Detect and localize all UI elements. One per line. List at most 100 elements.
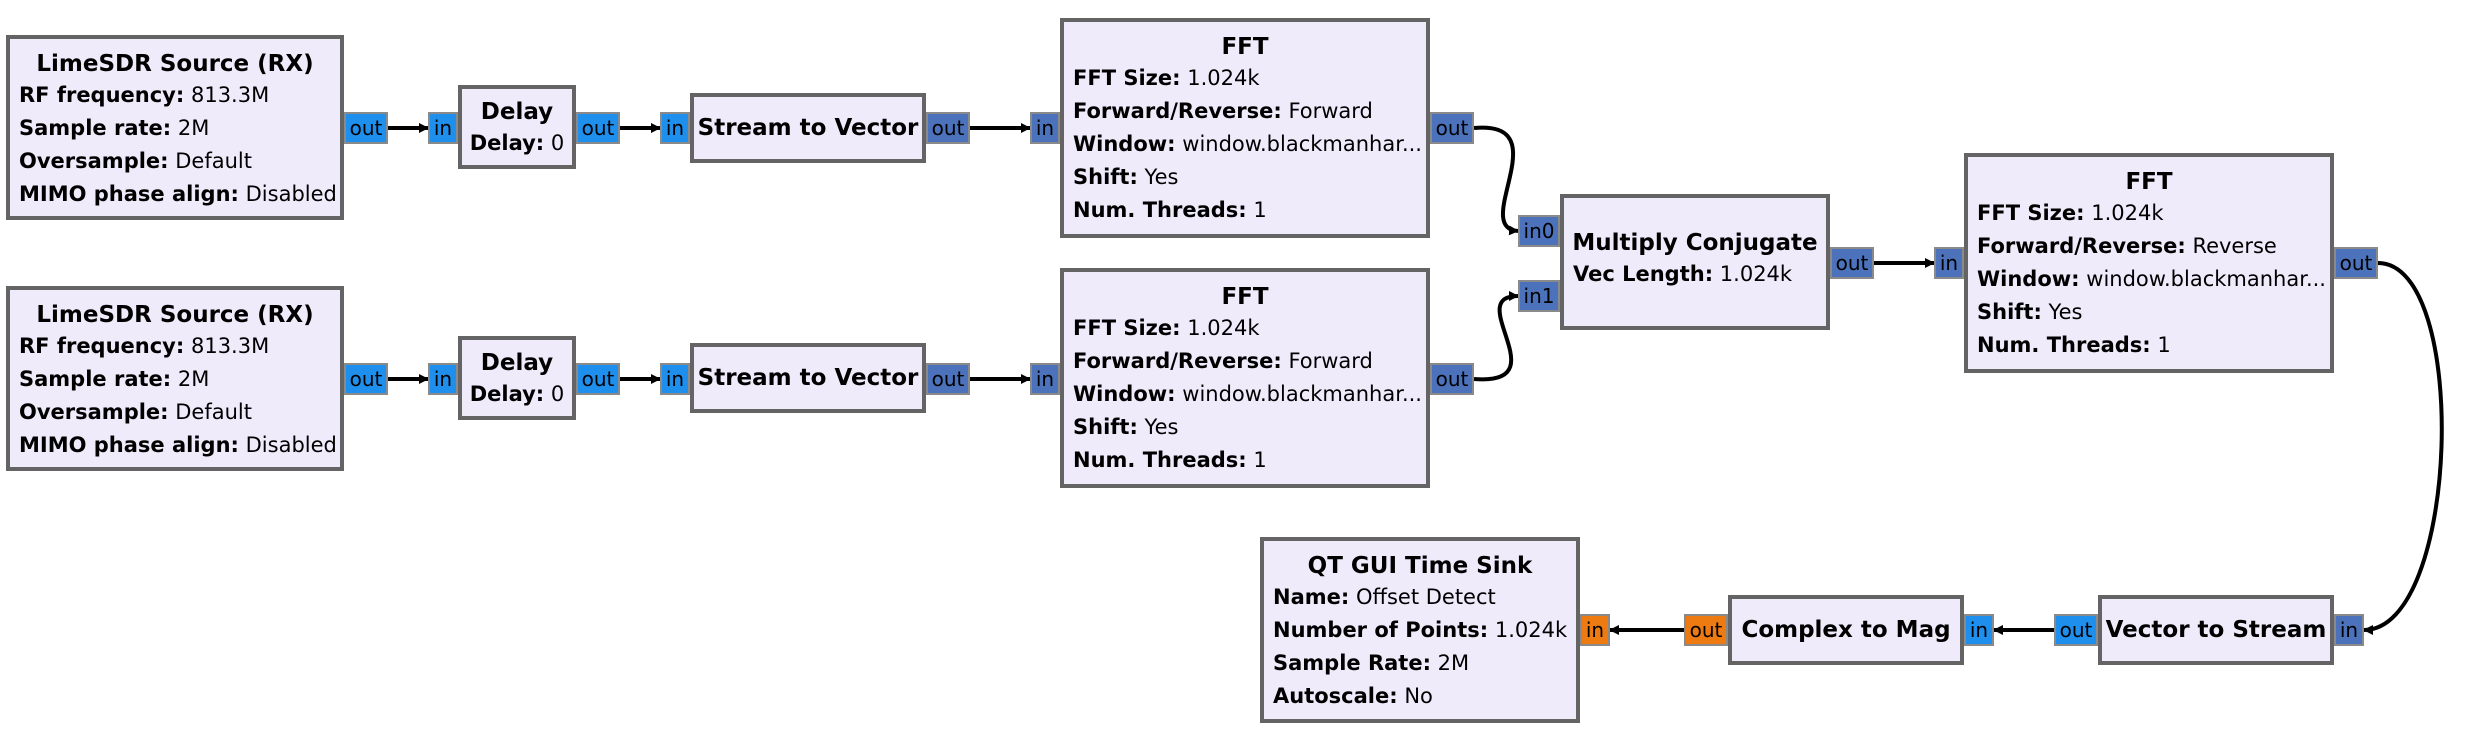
delay2-out-port[interactable]: out [576,363,620,395]
param-value: 813.3M [190,83,270,107]
param-key: Number of Points: [1273,618,1489,642]
param-key: Name: [1273,585,1350,609]
delay2-in-port[interactable]: in [428,363,458,395]
limesdr-source-block-2[interactable]: LimeSDR Source (RX) RF frequency: 813.3M… [6,286,344,471]
stream-to-vector-block-2[interactable]: Stream to Vector [690,343,926,413]
wire-fft3-v2s[interactable] [2363,261,2444,635]
param-value: Yes [1144,415,1179,439]
fft1-in-port[interactable]: in [1030,112,1060,144]
param-key: FFT Size: [1073,66,1181,90]
param-key: Sample rate: [19,116,172,140]
param-row: Num. Threads: 1 [1977,329,2330,362]
param-row: Delay: 0 [462,127,572,160]
c2m-in-port[interactable]: in [1964,614,1994,646]
param-key: Delay: [469,382,545,406]
fft-block-3[interactable]: FFT FFT Size: 1.024k Forward/Reverse: Re… [1964,153,2334,373]
param-value: Forward [1288,99,1373,123]
fft2-in-port[interactable]: in [1030,363,1060,395]
src1-out-port[interactable]: out [344,112,388,144]
param-value: Offset Detect [1355,585,1496,609]
stream-to-vector-block-1[interactable]: Stream to Vector [690,93,926,163]
param-row: Sample rate: 2M [19,112,340,145]
param-value: Yes [1144,165,1179,189]
param-key: Num. Threads: [1977,333,2151,357]
param-row: Window: window.blackmanhar... [1073,378,1426,411]
mult-in0-port[interactable]: in0 [1518,215,1560,247]
complex-to-mag-block[interactable]: Complex to Mag [1728,595,1964,665]
block-title: Multiply Conjugate [1572,230,1818,256]
param-key: MIMO phase align: [19,182,239,206]
param-value: 1.024k [1719,262,1793,286]
param-value: window.blackmanhar... [1182,382,1422,406]
wire-fft2-mult[interactable] [1473,291,1519,382]
fft1-out-port[interactable]: out [1430,112,1474,144]
param-row: Shift: Yes [1073,411,1426,444]
delay1-in-port[interactable]: in [428,112,458,144]
param-key: Window: [1073,382,1176,406]
param-row: RF frequency: 813.3M [19,330,340,363]
param-row: Window: window.blackmanhar... [1977,263,2330,296]
mult-in1-port[interactable]: in1 [1518,280,1560,312]
param-key: Shift: [1073,415,1138,439]
param-key: MIMO phase align: [19,433,239,457]
s2v1-out-port[interactable]: out [926,112,970,144]
block-title: Delay [480,99,554,125]
mult-out-port[interactable]: out [1830,247,1874,279]
wire-fft1-mult[interactable] [1473,125,1519,236]
fft3-out-port[interactable]: out [2334,247,2378,279]
param-value: No [1404,684,1433,708]
param-key: Window: [1073,132,1176,156]
param-key: Forward/Reverse: [1073,99,1282,123]
c2m-out-port[interactable]: out [1684,614,1728,646]
param-value: 1.024k [2091,201,2164,225]
fft2-out-port[interactable]: out [1430,363,1474,395]
multiply-conjugate-block[interactable]: Multiply Conjugate Vec Length: 1.024k [1560,194,1830,330]
param-key: FFT Size: [1073,316,1181,340]
param-value: 2M [177,116,210,140]
param-key: Shift: [1977,300,2042,324]
sink-in-port[interactable]: in [1580,614,1610,646]
s2v2-out-port[interactable]: out [926,363,970,395]
param-row: FFT Size: 1.024k [1073,312,1426,345]
v2s-out-port[interactable]: out [2054,614,2098,646]
s2v2-in-port[interactable]: in [660,363,690,395]
fft3-in-port[interactable]: in [1934,247,1964,279]
s2v1-in-port[interactable]: in [660,112,690,144]
param-row: MIMO phase align: Disabled [19,178,340,211]
param-key: Num. Threads: [1073,198,1247,222]
param-value: 1.024k [1187,316,1260,340]
delay-block-1[interactable]: Delay Delay: 0 [458,85,576,169]
limesdr-source-block-1[interactable]: LimeSDR Source (RX) RF frequency: 813.3M… [6,35,344,220]
vector-to-stream-block[interactable]: Vector to Stream [2098,595,2334,665]
delay-block-2[interactable]: Delay Delay: 0 [458,336,576,420]
fft-block-1[interactable]: FFT FFT Size: 1.024k Forward/Reverse: Fo… [1060,18,1430,238]
v2s-in-port[interactable]: in [2334,614,2364,646]
block-title: Stream to Vector [697,365,919,391]
param-value: Disabled [245,182,337,206]
block-title: Delay [480,350,554,376]
param-key: Oversample: [19,149,169,173]
param-row: Num. Threads: 1 [1073,444,1426,477]
param-value: 813.3M [190,334,270,358]
param-key: Delay: [469,131,545,155]
param-value: window.blackmanhar... [2086,267,2326,291]
param-value: Reverse [2192,234,2277,258]
param-row: Sample Rate: 2M [1273,647,1576,680]
delay1-out-port[interactable]: out [576,112,620,144]
qt-gui-time-sink-block[interactable]: QT GUI Time Sink Name: Offset Detect Num… [1260,537,1580,723]
param-key: Num. Threads: [1073,448,1247,472]
param-key: Forward/Reverse: [1073,349,1282,373]
block-title: FFT [1221,34,1269,60]
param-row: Forward/Reverse: Forward [1073,95,1426,128]
fft-block-2[interactable]: FFT FFT Size: 1.024k Forward/Reverse: Fo… [1060,268,1430,488]
param-row: Forward/Reverse: Reverse [1977,230,2330,263]
src2-out-port[interactable]: out [344,363,388,395]
param-key: Window: [1977,267,2080,291]
param-key: RF frequency: [19,334,185,358]
param-value: Forward [1288,349,1373,373]
param-key: Autoscale: [1273,684,1398,708]
param-value: 1.024k [1187,66,1260,90]
param-row: Autoscale: No [1273,680,1576,713]
param-row: Number of Points: 1.024k [1273,614,1576,647]
